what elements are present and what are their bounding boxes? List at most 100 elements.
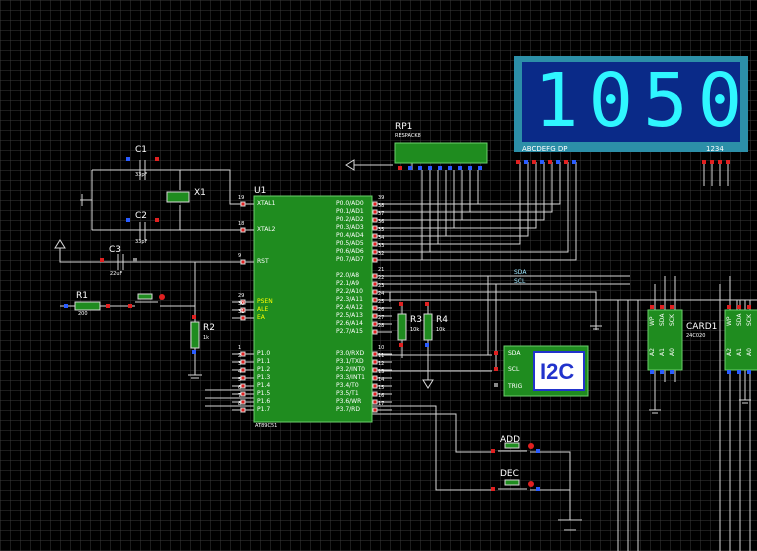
- u1-left-pin-num: 6: [238, 385, 242, 391]
- u1-right-pin-num: 21: [378, 267, 385, 273]
- rp1-terminal-4: [438, 166, 442, 170]
- u1-right-pin-name: P2.1/A9: [336, 280, 360, 287]
- card2-pin-label: A0: [746, 348, 753, 356]
- reset-button[interactable]: [135, 293, 165, 303]
- u1-right-pin-num: 13: [378, 369, 385, 375]
- c3-capacitor[interactable]: [117, 254, 124, 270]
- display-segment-terminal-5: [556, 160, 560, 164]
- u1-left-pin-name: P1.4: [257, 382, 271, 389]
- u1-left-pin-num: 30: [238, 301, 245, 307]
- u1-right-pin-terminal-6: [372, 249, 378, 255]
- card1-eeprom[interactable]: [647, 309, 683, 371]
- dec-button[interactable]: [498, 479, 534, 490]
- u1-left-pin-terminal-9: [240, 375, 246, 381]
- display-segment-terminal-2: [532, 160, 536, 164]
- u1-right-pin-num: 22: [378, 275, 385, 281]
- rp1-pin-terminals: [398, 166, 482, 170]
- r1-resistor[interactable]: [74, 301, 101, 311]
- rp1-terminal-7: [468, 166, 472, 170]
- u1-chip-body[interactable]: [253, 195, 373, 423]
- u1-right-pin-terminal-4: [372, 233, 378, 239]
- u1-right-pin-terminal-14: [372, 321, 378, 327]
- u1-left-pin-num: 3: [238, 361, 242, 367]
- u1-left-pin-name: ALE: [257, 306, 269, 313]
- u1-right-pin-num: 14: [378, 377, 385, 383]
- dec-button-label: DEC: [500, 469, 519, 479]
- ground-symbols: [188, 325, 751, 531]
- u1-right-pin-terminal-10: [372, 289, 378, 295]
- rp1-terminal-8: [478, 166, 482, 170]
- power-arrows: [54, 159, 434, 389]
- u1-right-pin-name: P3.3/INT1: [336, 374, 365, 381]
- card2-pin-label: SDA: [736, 313, 743, 326]
- u1-right-pin-num: 27: [378, 315, 385, 321]
- i2c-pin-scl: SCL: [508, 366, 520, 373]
- card2-pin-label: A1: [736, 348, 743, 356]
- r4-resistor[interactable]: [423, 313, 433, 341]
- u1-right-pin-num: 28: [378, 323, 385, 329]
- bus-sda-label: SDA: [514, 269, 527, 276]
- u1-left-pin-name: P1.1: [257, 358, 271, 365]
- u1-left-pin-num: 7: [238, 393, 242, 399]
- c2-capacitor[interactable]: [139, 222, 146, 240]
- u1-right-pin-name: P3.5/T1: [336, 390, 359, 397]
- u1-right-pin-terminal-9: [372, 281, 378, 287]
- rp1-terminal-1: [408, 166, 412, 170]
- r1-ref: R1: [76, 291, 88, 301]
- u1-right-pin-num: 39: [378, 195, 385, 201]
- u1-right-pin-terminal-15: [372, 329, 378, 335]
- u1-right-pin-num: 25: [378, 299, 385, 305]
- u1-right-pin-terminal-5: [372, 241, 378, 247]
- u1-right-pin-terminal-21: [372, 391, 378, 397]
- c2-value: 33pF: [135, 239, 148, 245]
- u1-right-pin-terminal-16: [372, 351, 378, 357]
- display-pin-terminals: [516, 160, 730, 186]
- u1-right-pin-num: 34: [378, 235, 385, 241]
- card2-eeprom[interactable]: [724, 309, 757, 371]
- display-segment-terminal-6: [564, 160, 568, 164]
- u1-left-pin-name: P1.6: [257, 398, 271, 405]
- rp1-terminal-0: [398, 166, 402, 170]
- r2-resistor[interactable]: [190, 321, 200, 349]
- card1-part: 24C020: [686, 333, 706, 339]
- u1-right-pin-num: 11: [378, 353, 385, 359]
- r4-ref: R4: [436, 315, 448, 325]
- c1-capacitor[interactable]: [139, 160, 146, 180]
- u1-right-pin-num: 38: [378, 203, 385, 209]
- x1-crystal[interactable]: [166, 191, 190, 203]
- u1-right-pin-terminal-0: [372, 201, 378, 207]
- u1-right-pin-num: 15: [378, 385, 385, 391]
- u1-left-pin-num: 2: [238, 353, 242, 359]
- display-digit-terminal-0: [702, 160, 706, 164]
- u1-right-pin-name: P2.7/A15: [336, 328, 363, 335]
- u1-right-pin-terminal-13: [372, 313, 378, 319]
- u1-right-pin-name: P2.5/A13: [336, 312, 363, 319]
- x1-ref: X1: [194, 188, 206, 198]
- display-digit-terminal-3: [726, 160, 730, 164]
- u1-left-pin-num: 19: [238, 195, 245, 201]
- u1-pin-stubs: [232, 201, 392, 413]
- bus-scl-label: SCL: [514, 278, 526, 285]
- u1-left-pin-name: P1.7: [257, 406, 271, 413]
- rp1-terminal-6: [458, 166, 462, 170]
- display-segment-terminal-7: [572, 160, 576, 164]
- r2-value: 1k: [203, 335, 210, 341]
- r3-value: 10k: [410, 327, 420, 333]
- add-button[interactable]: [498, 442, 534, 452]
- u1-right-pin-name: P2.2/A10: [336, 288, 363, 295]
- display-segment-label: ABCDEFG DP: [522, 145, 568, 153]
- u1-right-pin-name: P3.1/TXD: [336, 358, 364, 365]
- r3-resistor[interactable]: [397, 313, 407, 341]
- rp1-body[interactable]: [394, 142, 488, 164]
- c3-ref: C3: [109, 245, 122, 255]
- u1-right-pin-name: P3.6/WR: [336, 398, 362, 405]
- u1-right-pin-name: P0.5/AD5: [336, 240, 364, 247]
- u1-right-pin-terminal-17: [372, 359, 378, 365]
- u1-right-pin-terminal-7: [372, 257, 378, 263]
- r2-ref: R2: [203, 323, 215, 333]
- u1-right-pin-terminal-19: [372, 375, 378, 381]
- display-digit-terminal-2: [718, 160, 722, 164]
- u1-right-pin-terminal-18: [372, 367, 378, 373]
- card1-ref: CARD1: [686, 322, 718, 332]
